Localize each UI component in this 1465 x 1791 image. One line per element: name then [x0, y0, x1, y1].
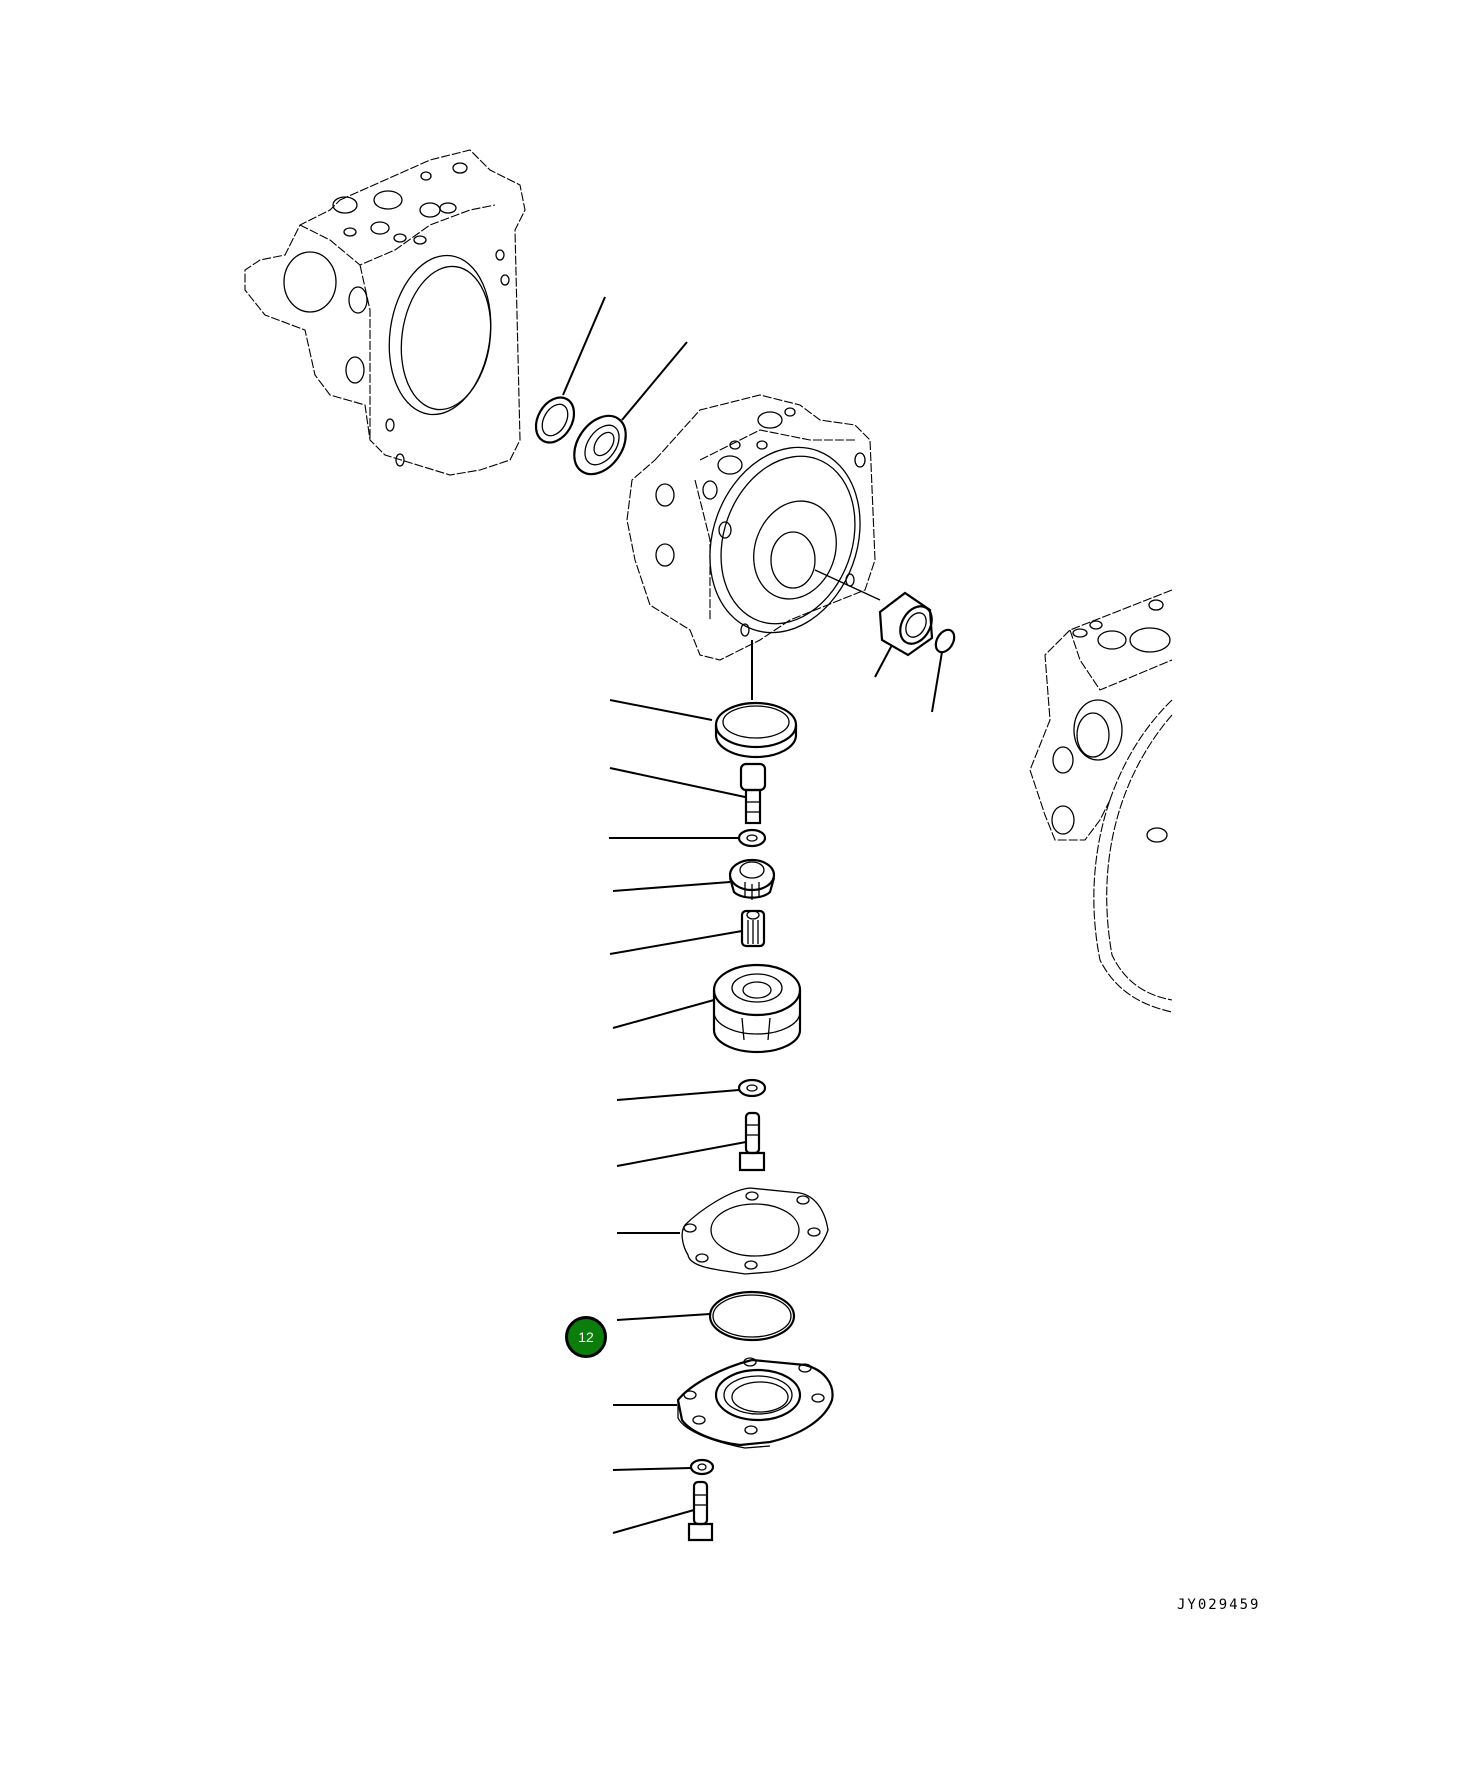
bolt-lower[interactable] — [612, 1480, 714, 1542]
spline-coupling[interactable] — [609, 909, 766, 955]
impeller-housing[interactable] — [612, 963, 802, 1054]
snap-ring[interactable] — [931, 627, 958, 713]
bevel-gear[interactable] — [612, 858, 776, 900]
main-pump-assembly[interactable] — [626, 394, 885, 700]
callout-badge-12[interactable]: 12 — [565, 1316, 607, 1358]
washer-middle[interactable] — [616, 1078, 767, 1101]
sleeve-bushing[interactable] — [874, 591, 938, 678]
bearing-seal[interactable] — [564, 341, 688, 484]
gasket-plate[interactable] — [617, 1187, 829, 1275]
seal-ring[interactable] — [609, 699, 798, 759]
bolt-middle[interactable] — [616, 1111, 766, 1172]
pump-housing-rear[interactable] — [244, 149, 526, 476]
washer-lower[interactable] — [612, 1458, 715, 1476]
retainer-ring[interactable] — [528, 296, 606, 449]
drawing-id: JY029459 — [1177, 1597, 1261, 1613]
washer-upper[interactable] — [609, 828, 767, 848]
o-ring[interactable] — [616, 1290, 796, 1342]
callout-label: 12 — [578, 1329, 594, 1345]
flywheel-housing-partial[interactable] — [1029, 589, 1173, 1013]
bolt-upper[interactable] — [609, 762, 767, 825]
cover-flange[interactable] — [613, 1357, 834, 1449]
